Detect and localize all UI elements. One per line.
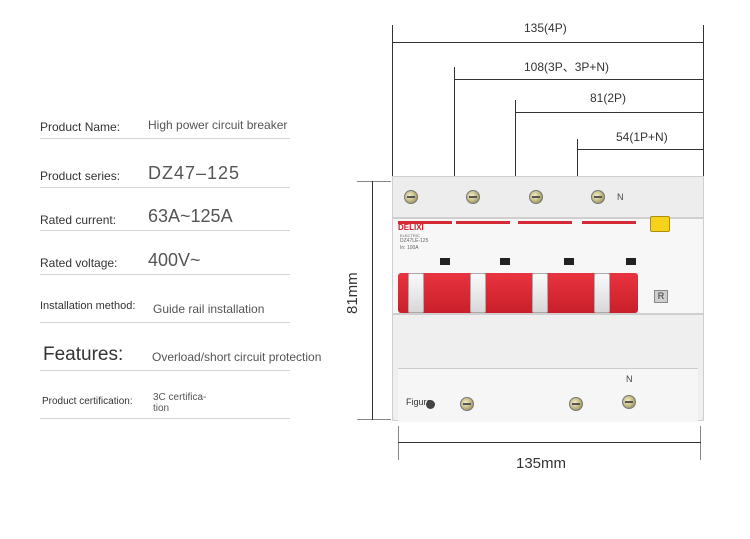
extension-line — [700, 426, 701, 460]
pole-toggle — [532, 273, 548, 313]
brand-subtitle: ELECTRIC — [400, 233, 420, 238]
spec-label: Product series: — [40, 169, 121, 183]
dimension-label-height: 81mm — [344, 272, 361, 314]
spec-value: Overload/short circuit protection — [152, 350, 322, 364]
divider — [40, 187, 290, 188]
spec-row-product-series: Product series: DZ47–125 — [40, 163, 290, 189]
spec-label: Rated voltage: — [40, 256, 118, 270]
pole-strip — [518, 221, 572, 224]
dimension-label-2p: 81(2P) — [590, 91, 627, 105]
terminal-screw-icon — [591, 190, 605, 204]
spec-value: 3C certifica- tion — [153, 392, 207, 414]
neutral-label: N — [617, 192, 624, 202]
spec-value: Guide rail installation — [153, 302, 265, 316]
spec-row-product-certification: Product certification: 3C certifica- tio… — [40, 390, 290, 420]
extension-line — [703, 25, 704, 180]
spec-row-rated-voltage: Rated voltage: 400V~ — [40, 250, 290, 276]
spec-label: Rated current: — [40, 213, 117, 227]
terminal-screw-icon — [460, 397, 474, 411]
dimension-line-height — [372, 181, 373, 420]
terminal-screw-icon — [569, 397, 583, 411]
pole-strip — [398, 221, 452, 224]
spec-row-installation-method: Installation method: Guide rail installa… — [40, 298, 290, 324]
divider — [40, 274, 290, 275]
spec-row-features: Features: Overload/short circuit protect… — [40, 344, 321, 372]
extension-line — [398, 426, 399, 460]
spec-label: Product certification: — [42, 396, 133, 407]
spec-value: 400V~ — [148, 250, 201, 270]
extension-line — [357, 181, 391, 182]
test-button[interactable] — [650, 216, 670, 232]
extension-line — [357, 419, 391, 420]
extension-line — [515, 100, 516, 180]
reset-button[interactable]: R — [654, 290, 668, 303]
spec-value: 63A~125A — [148, 206, 233, 226]
divider — [40, 138, 290, 139]
dimension-line-width — [398, 442, 701, 443]
terminal-screw-icon — [404, 190, 418, 204]
breaker-top-terminals — [392, 176, 704, 218]
rating-label: In: 100A — [400, 245, 419, 251]
dimension-line-1p — [577, 149, 704, 150]
spec-value: High power circuit breaker — [148, 118, 288, 132]
pole-strip — [582, 221, 636, 224]
pole-toggle — [470, 273, 486, 313]
divider — [40, 230, 290, 231]
divider — [40, 322, 290, 323]
pole-toggle — [594, 273, 610, 313]
dimension-label-3p: 108(3P、3P+N) — [524, 60, 610, 74]
dimension-line-4p — [392, 42, 704, 43]
indicator-window — [500, 258, 510, 265]
indicator-window — [564, 258, 574, 265]
spec-row-product-name: Product Name: High power circuit breaker — [40, 118, 290, 140]
brand-logo: DELIXI — [398, 223, 424, 232]
indicator-window — [440, 258, 450, 265]
circuit-breaker-image: N DELIXI ELECTRIC DZ47LE-125 In: 100A R … — [392, 176, 704, 422]
divider — [40, 370, 290, 371]
terminal-screw-icon — [622, 395, 636, 409]
extension-line — [577, 139, 578, 180]
mounting-hole-icon — [426, 400, 435, 409]
pole-strip — [456, 221, 510, 224]
pole-toggle — [408, 273, 424, 313]
dimension-label-4p: 135(4P) — [524, 21, 567, 35]
spec-label: Features: — [43, 344, 124, 365]
terminal-screw-icon — [466, 190, 480, 204]
breaker-bottom-terminals — [398, 368, 698, 422]
divider — [40, 418, 290, 419]
dimension-line-2p — [515, 112, 704, 113]
model-label: DZ47LE-125 — [400, 238, 429, 244]
dimension-label-1p: 54(1P+N) — [616, 130, 668, 144]
neutral-label: N — [626, 374, 633, 384]
indicator-window — [626, 258, 636, 265]
spec-row-rated-current: Rated current: 63A~125A — [40, 206, 290, 232]
dimension-label-width: 135mm — [516, 455, 567, 472]
extension-line — [392, 25, 393, 180]
dimension-line-3p — [454, 79, 704, 80]
spec-value: DZ47–125 — [148, 163, 241, 183]
figure-label: Figure — [406, 397, 432, 407]
spec-label: Product Name: — [40, 120, 121, 134]
extension-line — [454, 67, 455, 180]
terminal-screw-icon — [529, 190, 543, 204]
spec-label: Installation method: — [40, 300, 136, 312]
